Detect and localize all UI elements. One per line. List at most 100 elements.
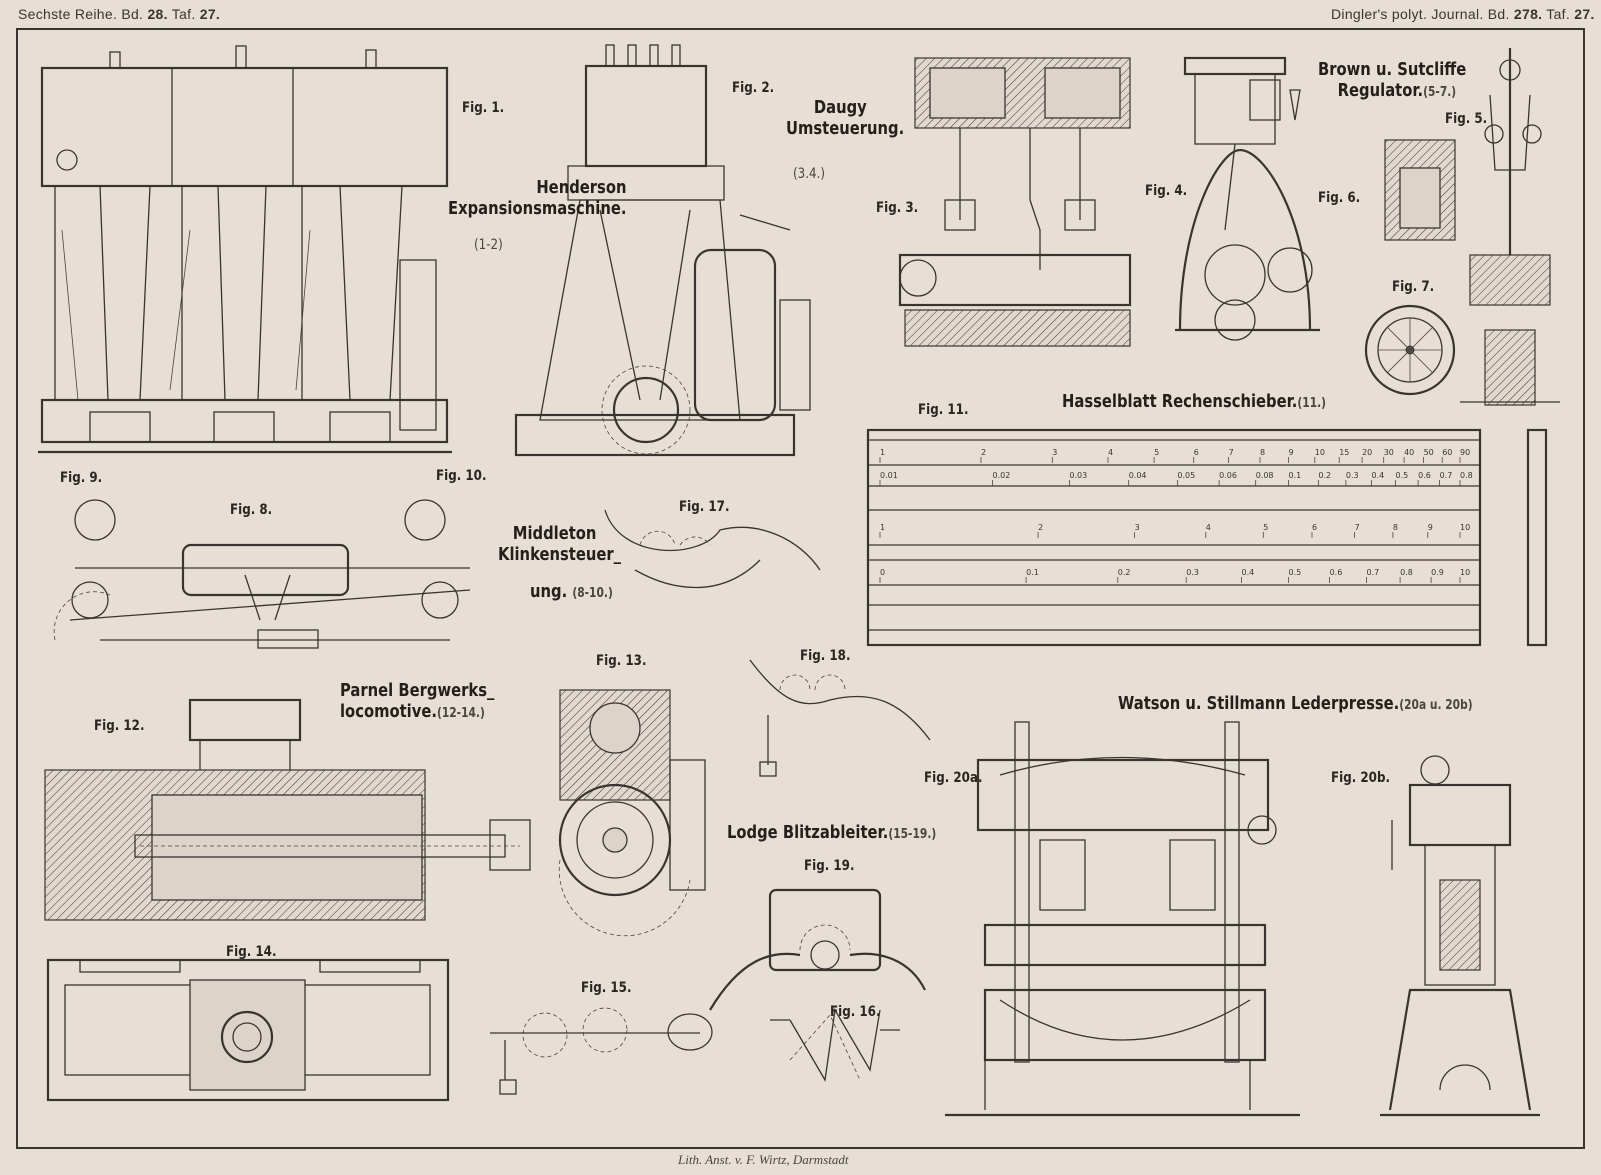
fig-2-label: Fig. 2. — [732, 80, 775, 96]
scale-s-label: 8 — [1260, 448, 1265, 457]
scale-s-label: 30 — [1384, 448, 1394, 457]
fig15-drawing — [490, 1007, 713, 1095]
middleton-title-line2: Klinkensteuer_ — [498, 543, 622, 565]
lodge-range: (15-19.) — [888, 827, 937, 842]
watson-title-line1: Watson u. Stillmann Lederpresse. — [1118, 693, 1400, 714]
henderson-title-line1: Henderson — [536, 177, 627, 198]
header-left-volume: 28. — [147, 6, 168, 22]
scale-mid-label: 5 — [1263, 523, 1268, 532]
fig-1-label: Fig. 1. — [462, 100, 505, 116]
middleton-title: Middleton Klinkensteuer_ — [498, 523, 622, 565]
scale-t-label: 0.04 — [1129, 471, 1147, 480]
header-right-prefix: Dingler's polyt. Journal. Bd. — [1331, 6, 1510, 22]
fig8-10-drawing — [53, 499, 471, 649]
scale-t-label: 0.08 — [1256, 471, 1274, 480]
fig-18-label: Fig. 18. — [800, 648, 851, 664]
brown-title-line2-wrap: Regulator.(5-7.) — [1318, 79, 1466, 102]
fig11-drawing — [866, 428, 1548, 647]
watson-title: Watson u. Stillmann Lederpresse.(20a u. … — [1118, 693, 1473, 715]
scale-mid-label: 10 — [1460, 523, 1470, 532]
header-left-taf: 27. — [199, 6, 221, 22]
header-right-taf: 27. — [1574, 6, 1595, 22]
fig4-drawing — [1175, 56, 1320, 341]
middleton-title-line1: Middleton — [512, 523, 597, 544]
fig7-drawing — [1364, 304, 1456, 396]
header-right-taf-prefix: Taf. — [1546, 6, 1571, 22]
fig20a-drawing — [945, 721, 1300, 1117]
henderson-range: (1-2) — [474, 237, 503, 253]
scale-s-label: 4 — [1108, 448, 1113, 457]
fig12-drawing — [44, 698, 531, 921]
fig1-drawing — [38, 45, 452, 454]
scale-t-label: 0.06 — [1219, 471, 1237, 480]
lodge-title-line1: Lodge Blitzableiter. — [727, 822, 889, 843]
scale-s-label: 15 — [1339, 448, 1349, 457]
fig-16-label: Fig. 16. — [830, 1004, 881, 1020]
plate-border — [16, 28, 1585, 1149]
scale-s-label: 1 — [880, 448, 885, 457]
scale-dec-label: 0.4 — [1242, 568, 1255, 577]
fig16-drawing — [770, 1008, 900, 1082]
scale-dec-label: 0.2 — [1118, 568, 1131, 577]
hasselblatt-range: (11.) — [1297, 396, 1327, 411]
fig6-drawing — [1384, 139, 1456, 241]
scale-t-label: 0.01 — [880, 471, 898, 480]
parnel-range: (12-14.) — [436, 705, 485, 721]
scale-mid-label: 9 — [1428, 523, 1433, 532]
scale-s-label: 3 — [1052, 448, 1057, 457]
hasselblatt-title-line1: Hasselblatt Rechenschieber. — [1062, 391, 1298, 412]
fig-13-label: Fig. 13. — [596, 653, 647, 669]
fig-17-label: Fig. 17. — [679, 499, 730, 515]
scale-s-label: 5 — [1154, 448, 1159, 457]
scale-dec-label: 0.9 — [1431, 568, 1444, 577]
fig2-drawing — [514, 44, 811, 457]
parnel-title-line2-wrap: locomotive.(12-14.) — [340, 701, 494, 723]
scale-t-label: 0.05 — [1177, 471, 1195, 480]
scale-s-label: 90 — [1460, 448, 1470, 457]
daugy-title-line1: Daugy — [813, 97, 867, 118]
scale-s-label: 40 — [1404, 448, 1414, 457]
fig-4-label: Fig. 4. — [1145, 183, 1188, 199]
watson-range: (20a u. 20b) — [1399, 698, 1473, 713]
lodge-title: Lodge Blitzableiter.(15-19.) — [727, 822, 937, 844]
fig-15-label: Fig. 15. — [581, 980, 632, 996]
scale-s-label: 2 — [981, 448, 986, 457]
parnel-title-line1: Parnel Bergwerks_ — [340, 680, 495, 701]
henderson-title: Henderson Expansionsmaschine. — [448, 177, 627, 219]
scale-t-label: 0.2 — [1318, 471, 1331, 480]
scale-t-label: 0.6 — [1418, 471, 1431, 480]
header-left-taf-prefix: Taf. — [171, 6, 196, 22]
scale-s-label: 50 — [1424, 448, 1434, 457]
fig17-drawing — [604, 509, 821, 589]
parnel-title: Parnel Bergwerks_ locomotive.(12-14.) — [340, 680, 495, 723]
daugy-range: (3.4.) — [793, 166, 825, 182]
scale-mid-label: 6 — [1312, 523, 1317, 532]
scale-dec-label: 0 — [880, 568, 885, 577]
daugy-title: Daugy Umsteuerung. — [786, 97, 905, 139]
scale-t-label: 0.1 — [1289, 471, 1302, 480]
fig20b-drawing — [1380, 755, 1540, 1117]
daugy-title-line2: Umsteuerung. — [786, 117, 905, 139]
hasselblatt-title: Hasselblatt Rechenschieber.(11.) — [1062, 391, 1327, 413]
brown-title: Brown u. Sutcliffe Regulator.(5-7.) — [1318, 59, 1467, 102]
scale-s-label: 60 — [1442, 448, 1452, 457]
brown-title-line2: Regulator. — [1337, 79, 1424, 101]
fig-14-label: Fig. 14. — [226, 944, 277, 960]
brown-title-line1: Brown u. Sutcliffe — [1318, 59, 1467, 80]
scale-mid-label: 2 — [1038, 523, 1043, 532]
scale-dec-label: 0.8 — [1400, 568, 1413, 577]
fig14-drawing — [46, 958, 450, 1102]
fig-10-label: Fig. 10. — [436, 468, 487, 484]
fig3-drawing — [898, 57, 1132, 347]
fig13-drawing — [558, 689, 706, 937]
scale-mid-label: 8 — [1393, 523, 1398, 532]
fig-12-label: Fig. 12. — [94, 718, 145, 734]
fig-19-label: Fig. 19. — [804, 858, 855, 874]
scale-mid-label: 1 — [880, 523, 885, 532]
fig-20b-label: Fig. 20b. — [1331, 770, 1390, 786]
lithographer-credit: Lith. Anst. v. F. Wirtz, Darmstadt — [678, 1152, 849, 1167]
header-left-prefix: Sechste Reihe. Bd. — [18, 6, 144, 22]
scale-t-label: 0.4 — [1372, 471, 1385, 480]
scale-dec-label: 0.7 — [1367, 568, 1380, 577]
